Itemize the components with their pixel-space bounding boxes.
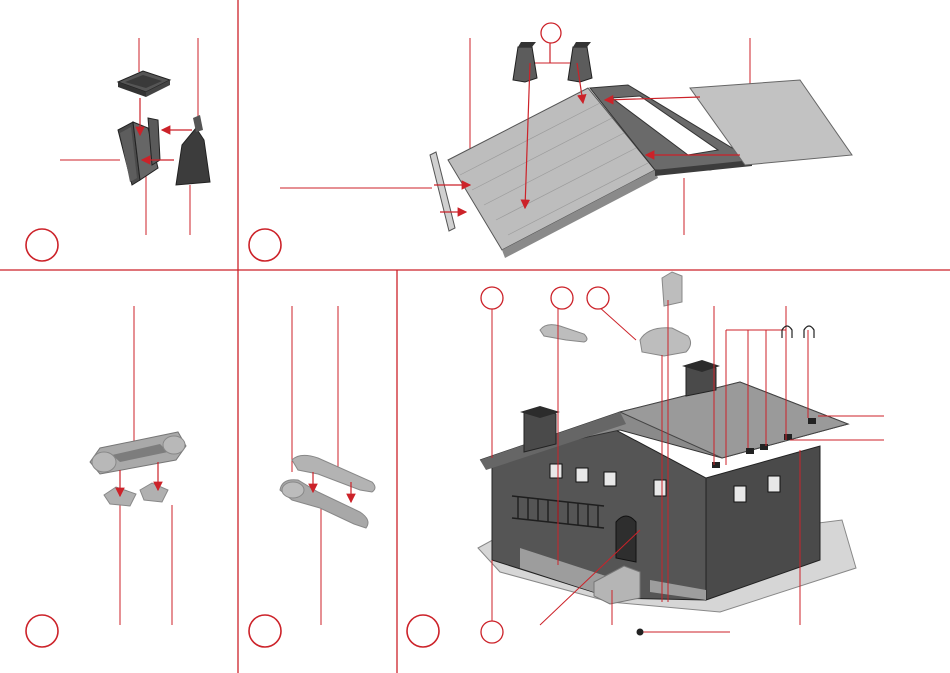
final-house-assembly-panel: [407, 272, 884, 647]
reference-circle: [481, 621, 503, 643]
step-number-circle: [249, 615, 281, 647]
chimney-back-part: [176, 115, 210, 185]
reference-circle: [551, 287, 573, 309]
reference-circle: [481, 287, 503, 309]
reference-circle: [587, 287, 609, 309]
pin-marker: [637, 629, 644, 636]
roof-assembly-panel: [249, 23, 852, 261]
chimney-assembly-panel: [26, 38, 210, 261]
reference-circle: [541, 23, 561, 43]
house-door: [616, 516, 636, 562]
balcony-part-assembly-panel: [26, 306, 186, 647]
bracket-assembly-panel: [249, 306, 375, 647]
step-number-circle: [249, 229, 281, 261]
step-number-circle: [407, 615, 439, 647]
step-number-circle: [26, 615, 58, 647]
balcony-trough-part: [90, 432, 186, 474]
small-chimney-parts: [513, 42, 592, 82]
step-number-circle: [26, 229, 58, 261]
house-walls: [492, 428, 820, 600]
chimney-cap-part: [118, 71, 170, 97]
clip-parts: [782, 326, 814, 338]
chimney-front-part: [118, 118, 160, 185]
